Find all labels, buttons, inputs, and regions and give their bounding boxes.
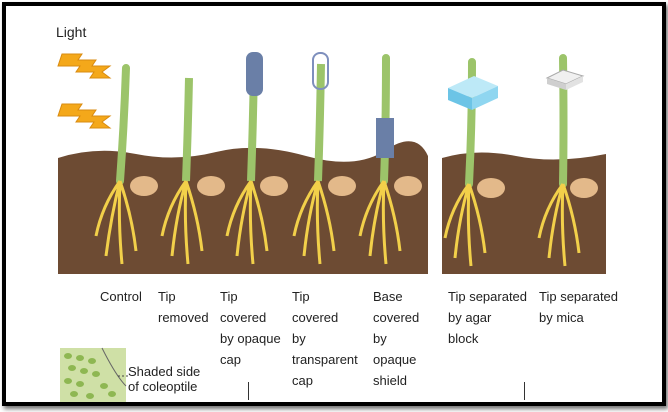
light-label: Light — [56, 24, 87, 40]
caption-base-shield: Base covered by opaque shield — [373, 289, 420, 388]
caption-tip-removed: Tip removed — [158, 289, 209, 325]
plant-agar-block — [443, 58, 505, 267]
plant-opaque-cap — [225, 52, 288, 265]
shaded-side-inset — [60, 347, 130, 402]
light-arrow-icon — [57, 103, 112, 129]
experiment-illustration — [57, 52, 606, 402]
caption-agar-block: Tip separated by agar block — [448, 289, 528, 346]
shaded-side-label: Shaded side of coleoptile — [128, 364, 201, 394]
plant-base-shield — [358, 54, 422, 265]
light-arrow-icon — [57, 53, 112, 79]
plant-tip-removed — [160, 77, 225, 265]
divider-tick — [248, 382, 249, 400]
caption-transparent-cap: Tip covered by transparent cap — [292, 289, 358, 388]
plant-control — [94, 64, 158, 265]
caption-control: Control — [100, 289, 142, 304]
caption-opaque-cap: Tip covered by opaque cap — [220, 289, 281, 367]
figure-frame: Light Control Tip removed Tip covered by… — [2, 2, 666, 406]
caption-mica: Tip separated by mica — [539, 289, 619, 325]
divider-tick — [524, 382, 525, 400]
plant-mica — [537, 54, 598, 267]
plant-transparent-cap — [292, 52, 356, 265]
